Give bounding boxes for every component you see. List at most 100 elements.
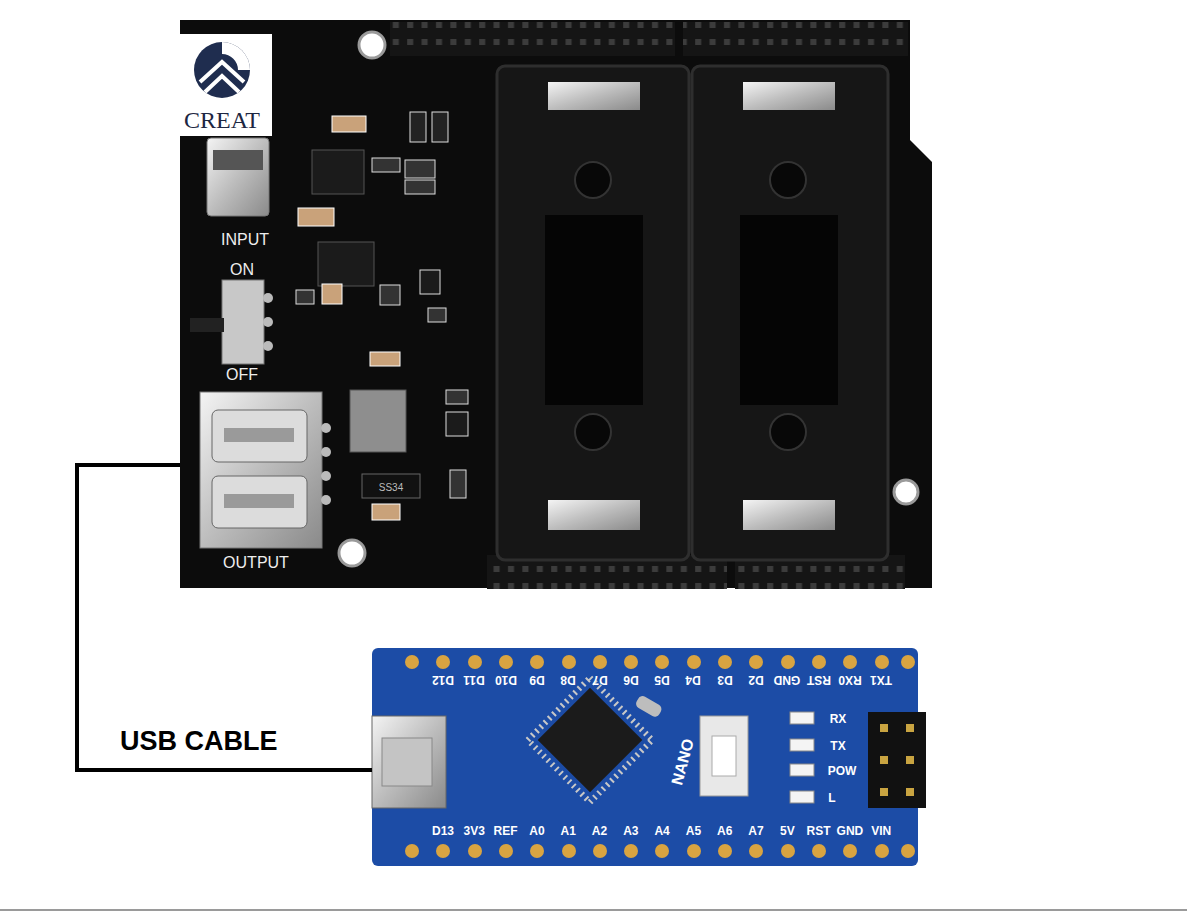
smd-components	[420, 270, 440, 294]
smd-components	[372, 504, 400, 520]
pin-label: A0	[529, 825, 544, 838]
pin-holes	[655, 655, 669, 669]
pin-holes	[687, 844, 701, 858]
port-label: INPUT	[221, 231, 269, 249]
reset-button	[700, 716, 748, 796]
nano-pcb	[372, 648, 918, 866]
smd-components	[350, 390, 406, 452]
smd-components	[362, 474, 420, 498]
part-marking: SS34	[379, 482, 403, 493]
smd-components	[318, 242, 374, 286]
micro-usb-input	[207, 138, 269, 216]
battery-shield-board: INPUT ON OFF OUTPUT SS34	[180, 18, 935, 590]
pin-holes	[875, 655, 889, 669]
smd-components	[370, 352, 400, 366]
status-leds	[790, 712, 814, 724]
pin-holes	[499, 655, 513, 669]
pin-label-holder: 5V	[780, 821, 795, 839]
pin-holes	[749, 655, 763, 669]
pin-holes	[901, 655, 915, 669]
watermark-logo	[172, 34, 272, 136]
smd-components	[405, 180, 435, 194]
pin-label: D6	[623, 673, 638, 686]
battery-shield-pcb	[683, 22, 908, 56]
smd-components	[410, 112, 426, 142]
mini-usb-port	[372, 716, 446, 808]
watermark: CREAT	[184, 107, 260, 133]
port-label-holder: OUTPUT	[223, 554, 289, 572]
smd-components	[432, 112, 448, 142]
battery-shield-pcb	[180, 20, 932, 588]
led-label-holder: POW	[828, 761, 857, 779]
micro-usb-input	[213, 150, 263, 170]
watermark-holder: CREAT	[184, 107, 260, 133]
pin-holes	[901, 844, 915, 858]
pin-holes	[468, 844, 482, 858]
icsp-header	[880, 756, 888, 764]
switch-label: OFF	[226, 366, 258, 384]
pin-label-holder: D7	[592, 672, 607, 690]
usb-output-port	[212, 410, 307, 462]
pin-holes	[562, 655, 576, 669]
pin-label: D13	[432, 825, 454, 838]
pin-label-holder: A5	[686, 821, 701, 839]
pin-label: A3	[623, 825, 638, 838]
pin-label-holder: D2	[748, 672, 763, 690]
power-switch	[222, 280, 264, 364]
smd-components	[450, 470, 466, 498]
pin-label: D10	[495, 673, 517, 686]
icsp-header	[906, 756, 914, 764]
crystal	[634, 694, 663, 718]
pin-label-holder: VIN	[871, 821, 891, 839]
reset-button	[700, 716, 748, 796]
pin-label: D11	[464, 673, 485, 686]
battery-holder	[740, 215, 838, 405]
pin-label-holder: D13	[432, 821, 454, 839]
pin-holes	[436, 844, 450, 858]
battery-shield-pcb	[180, 20, 932, 589]
smd-components	[332, 116, 366, 132]
pin-label-holder: D4	[686, 672, 701, 690]
pin-label: 3V3	[464, 825, 485, 838]
pin-label-holder: D10	[495, 672, 517, 690]
pin-label-holder: A7	[748, 821, 763, 839]
micro-usb-input	[207, 138, 269, 216]
watermark-logo	[205, 76, 239, 92]
battery-holder	[743, 82, 835, 110]
power-switch	[263, 293, 273, 303]
pin-holes	[405, 844, 419, 858]
pin-holes	[593, 844, 607, 858]
pin-label: A2	[592, 825, 607, 838]
pin-holes	[624, 655, 638, 669]
smd-components	[298, 208, 334, 226]
pin-label: VIN	[871, 825, 891, 838]
battery-holder	[548, 500, 640, 530]
pin-label: D3	[717, 673, 732, 686]
pin-label-holder: D5	[654, 672, 669, 690]
pin-label-holder: D8	[561, 672, 576, 690]
board-name-holder: NANO	[668, 737, 698, 787]
smd-components	[446, 390, 468, 404]
cable-label-holder: USB CABLE	[118, 727, 280, 757]
pin-label-holder: RST	[807, 821, 831, 839]
pin-label-holder: D12	[432, 672, 454, 690]
usb-output-port	[224, 494, 294, 508]
pin-holes	[812, 655, 826, 669]
battery-holder	[692, 66, 888, 560]
pin-label: D2	[748, 673, 763, 686]
battery-shield-pcb	[359, 32, 385, 58]
pin-label: D7	[592, 673, 607, 686]
status-leds	[790, 791, 814, 803]
switch-label-holder: ON	[230, 261, 254, 279]
power-switch	[263, 317, 273, 327]
pin-holes	[749, 844, 763, 858]
usb-output-port	[321, 471, 331, 481]
battery-shield-pcb	[390, 22, 675, 56]
pin-label: 5V	[780, 825, 795, 838]
pin-holes	[499, 844, 513, 858]
board-name: NANO	[668, 737, 697, 787]
icsp-header	[906, 724, 914, 732]
microcontroller-chip	[528, 678, 652, 802]
